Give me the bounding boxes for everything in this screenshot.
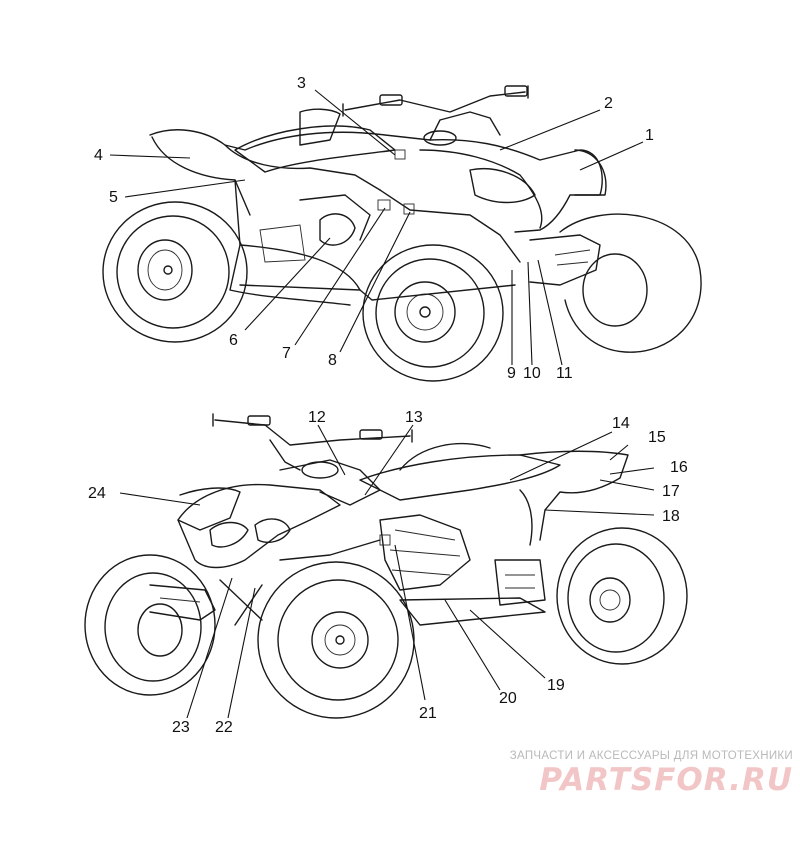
atv-top-front-wheel: [362, 244, 504, 382]
callout-11: 11: [556, 365, 573, 382]
callout-21: 21: [419, 705, 437, 722]
atv-top-body: [149, 85, 607, 306]
callout-14: 14: [612, 415, 630, 432]
callout-16: 16: [670, 459, 688, 476]
callout-5: 5: [109, 189, 118, 206]
callout-20: 20: [499, 690, 517, 707]
atv-bottom-body: [149, 413, 629, 626]
callout-3: 3: [297, 75, 306, 92]
atv-bottom-front-right-wheel: [257, 561, 415, 719]
callout-10: 10: [523, 365, 541, 382]
callout-9: 9: [507, 365, 516, 382]
callout-8: 8: [328, 352, 337, 369]
atv-top-far-wheel: [559, 213, 702, 353]
callout-13: 13: [405, 409, 423, 426]
atv-top-view: [102, 85, 702, 382]
callout-6: 6: [229, 332, 238, 349]
callout-19: 19: [547, 677, 565, 694]
callout-18: 18: [662, 508, 680, 525]
callout-15: 15: [648, 429, 666, 446]
leader-lines: [109, 89, 655, 719]
callout-23: 23: [172, 719, 190, 736]
watermark-caption: ЗАПЧАСТИ И АКСЕССУАРЫ ДЛЯ МОТОТЕХНИКИ: [509, 750, 793, 762]
callout-7: 7: [282, 345, 291, 362]
callout-24: 24: [88, 485, 106, 502]
callout-1: 1: [645, 127, 654, 144]
callout-numbers: 1 2 3 4 5 6 7 8 9 10 11 12 13 14 15 16 1…: [88, 75, 688, 736]
callout-4: 4: [94, 147, 103, 164]
watermark-logo: PARTSFOR.RU: [539, 762, 793, 798]
atv-bottom-view: [84, 413, 688, 719]
callout-17: 17: [662, 483, 680, 500]
atv-bottom-front-left-wheel: [84, 554, 216, 696]
atv-top-rear-left-wheel: [102, 201, 248, 343]
callout-22: 22: [215, 719, 233, 736]
atv-bottom-rear-wheel: [556, 527, 688, 665]
callout-2: 2: [604, 95, 613, 112]
callout-12: 12: [308, 409, 326, 426]
